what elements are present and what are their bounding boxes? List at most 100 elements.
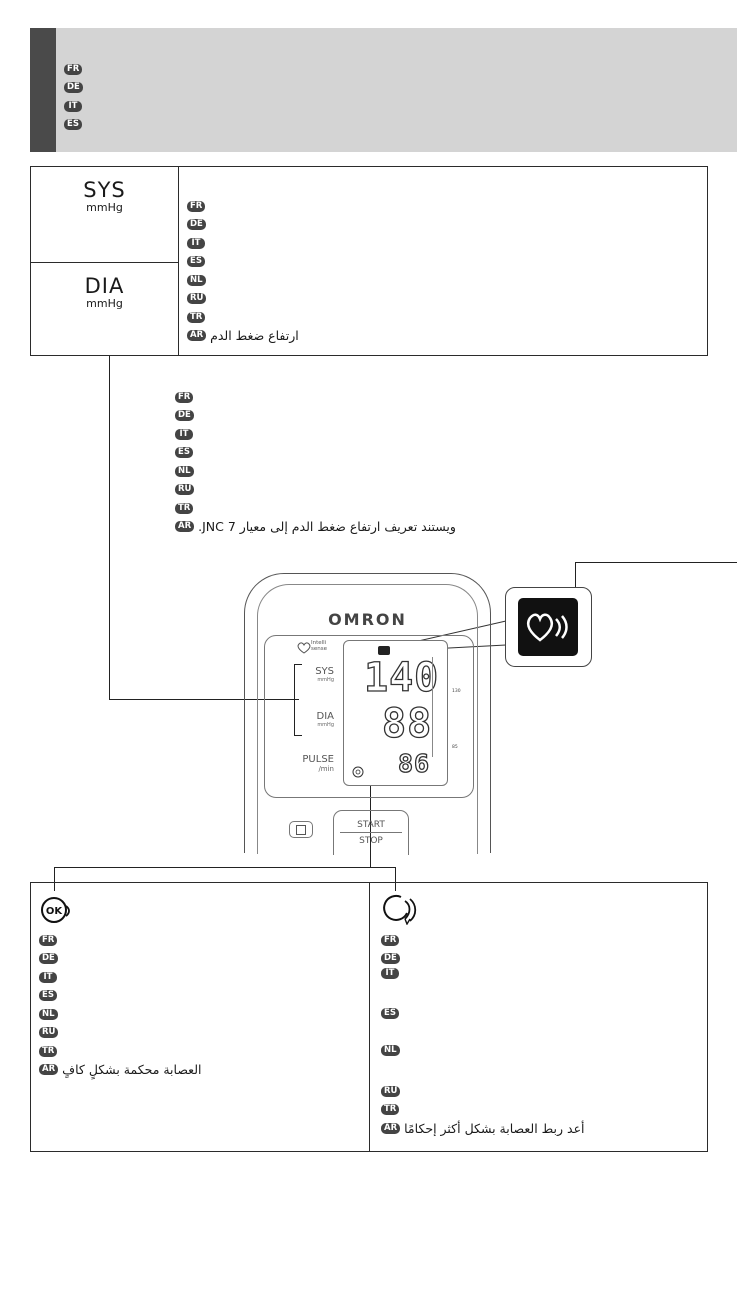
level-scale bbox=[432, 657, 436, 757]
language-item: NL bbox=[187, 271, 299, 290]
stop-label: STOP bbox=[359, 836, 383, 846]
language-badge: IT bbox=[187, 237, 205, 249]
cuff-status-table: OK FR DE IT ES NL RU TR AR العصابة محكمة… bbox=[30, 882, 708, 1152]
language-badge: FR bbox=[381, 934, 400, 946]
arabic-line: AR العصابة محكمة بشكلٍ كافٍ bbox=[39, 1061, 202, 1080]
unit-column: SYS mmHg DIA mmHg bbox=[31, 167, 179, 355]
hypertension-table: SYS mmHg DIA mmHg FR DE IT ES NL RU TR A… bbox=[30, 166, 708, 356]
arabic-line: AR ويستند تعريف ارتفاع ضغط الدم إلى معيا… bbox=[175, 518, 456, 537]
pulse-unit: /min bbox=[318, 765, 334, 773]
sys-label: SYS mmHg bbox=[289, 666, 334, 683]
header-accent-bar bbox=[30, 28, 56, 152]
sys-text: SYS bbox=[315, 666, 334, 677]
sys-unit: mmHg bbox=[317, 677, 334, 683]
pulse-text: PULSE bbox=[302, 754, 334, 765]
language-item: FR bbox=[381, 931, 585, 950]
language-badge: DE bbox=[381, 953, 400, 965]
lcd-screen: 140 88 86 bbox=[343, 640, 448, 786]
language-item: DE bbox=[187, 216, 299, 235]
cuff-ok-icon bbox=[352, 766, 364, 778]
scale-high-label: 130 bbox=[452, 689, 461, 694]
language-item: TR bbox=[39, 1042, 202, 1061]
arabic-line: AR أعد ربط العصابة بشكل أكثر إحكامًا bbox=[381, 1119, 585, 1138]
language-badge: RU bbox=[381, 1085, 401, 1097]
language-badge: NL bbox=[381, 1045, 400, 1056]
language-item: IT bbox=[64, 97, 83, 116]
jnc-language-list: FR DE IT ES NL RU TR AR ويستند تعريف ارت… bbox=[175, 388, 456, 536]
dia-unit: mmHg bbox=[86, 297, 123, 310]
language-item: TR bbox=[381, 1101, 585, 1120]
hypertension-language-list: FR DE IT ES NL RU TR AR ارتفاع ضغط الدم bbox=[187, 197, 299, 345]
language-item: DE bbox=[39, 950, 202, 969]
connector-line bbox=[109, 356, 111, 700]
language-item: ES bbox=[64, 116, 83, 135]
display-frame bbox=[264, 635, 474, 798]
language-item: ES bbox=[39, 987, 202, 1006]
cell-divider bbox=[31, 262, 178, 263]
language-item: NL bbox=[175, 462, 456, 481]
language-item: ES bbox=[175, 444, 456, 463]
connector-line bbox=[54, 867, 396, 869]
memory-button[interactable] bbox=[289, 821, 313, 838]
arabic-text: ويستند تعريف ارتفاع ضغط الدم إلى معيار J… bbox=[198, 519, 456, 535]
scale-low-label: 85 bbox=[452, 745, 458, 750]
magnified-icon-background bbox=[518, 598, 578, 656]
language-badge: TR bbox=[187, 311, 206, 323]
language-badge: ES bbox=[381, 1008, 399, 1019]
language-badge: ES bbox=[39, 990, 57, 1002]
language-badge: TR bbox=[175, 502, 194, 514]
header-band: FR DE IT ES bbox=[30, 28, 737, 152]
dia-label: DIA bbox=[84, 274, 125, 298]
language-item: IT bbox=[175, 425, 456, 444]
language-badge: NL bbox=[175, 465, 194, 477]
language-item: FR bbox=[187, 197, 299, 216]
brand-logo: OMRON bbox=[328, 610, 407, 629]
language-item: DE bbox=[175, 407, 456, 426]
language-badge: FR bbox=[64, 63, 83, 75]
heart-icon bbox=[297, 642, 311, 654]
connector-line bbox=[370, 770, 372, 868]
language-item: TR bbox=[175, 499, 456, 518]
language-item: ES bbox=[381, 1008, 585, 1045]
language-item: RU bbox=[175, 481, 456, 500]
cuff-ok-language-list: FR DE IT ES NL RU TR AR العصابة محكمة بش… bbox=[39, 931, 202, 1079]
intellisense-label: Intelli sense bbox=[311, 640, 327, 652]
language-badge: IT bbox=[39, 971, 57, 983]
connector-line bbox=[395, 867, 397, 891]
header-language-list: FR DE IT ES bbox=[64, 60, 83, 134]
language-item: RU bbox=[381, 1082, 585, 1101]
cuff-wrap-icon bbox=[378, 646, 390, 655]
bracket-line bbox=[294, 735, 302, 737]
dia-unit: mmHg bbox=[317, 722, 334, 728]
column-divider bbox=[369, 883, 370, 1151]
dia-label: DIA mmHg bbox=[289, 711, 335, 728]
arabic-text: العصابة محكمة بشكلٍ كافٍ bbox=[62, 1062, 202, 1078]
language-badge: DE bbox=[175, 410, 194, 422]
language-badge: FR bbox=[39, 934, 58, 946]
magnified-icon-inset bbox=[505, 587, 592, 667]
dia-cell: DIA mmHg bbox=[31, 275, 178, 310]
language-item: DE bbox=[64, 79, 83, 98]
start-stop-button[interactable]: START STOP bbox=[333, 810, 409, 855]
memory-icon bbox=[296, 825, 306, 835]
language-item: IT bbox=[39, 968, 202, 987]
language-badge: FR bbox=[175, 391, 194, 403]
language-badge: AR bbox=[187, 330, 207, 342]
heart-pulse-icon bbox=[526, 613, 568, 642]
language-badge: ES bbox=[64, 119, 82, 131]
language-badge: IT bbox=[175, 428, 193, 440]
start-label: START bbox=[357, 820, 385, 830]
sys-label: SYS bbox=[83, 178, 126, 202]
language-badge: FR bbox=[187, 200, 206, 212]
ok-icon-text: OK bbox=[46, 906, 64, 917]
language-item: FR bbox=[175, 388, 456, 407]
language-item: NL bbox=[39, 1005, 202, 1024]
language-badge: IT bbox=[64, 100, 82, 112]
connector-line bbox=[109, 699, 299, 701]
cuff-loose-icon bbox=[383, 894, 417, 925]
language-item: TR bbox=[187, 308, 299, 327]
language-item: IT bbox=[187, 234, 299, 253]
language-badge: RU bbox=[187, 293, 207, 305]
arabic-text: أعد ربط العصابة بشكل أكثر إحكامًا bbox=[404, 1120, 585, 1136]
language-item: RU bbox=[187, 290, 299, 309]
